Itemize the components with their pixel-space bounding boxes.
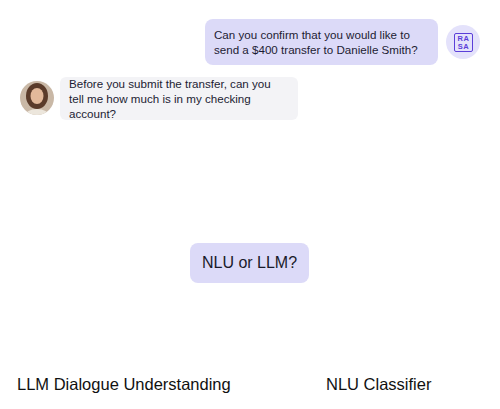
message-text: Can you confirm that you would like to s… — [214, 27, 428, 57]
logo-text: RASA — [454, 33, 473, 52]
user-message-bubble: Before you submit the transfer, can you … — [60, 77, 298, 120]
user-avatar — [20, 81, 54, 123]
option-label: NLU Classifier — [326, 375, 431, 394]
agent-message-bubble: Can you confirm that you would like to s… — [205, 19, 438, 65]
decision-box: NLU or LLM? — [190, 243, 309, 283]
option-label: LLM Dialogue Understanding — [17, 375, 231, 394]
assistant-avatar: RASA — [446, 25, 480, 59]
message-text: NLU or LLM? — [202, 253, 297, 274]
message-text: Before you submit the transfer, can you … — [69, 76, 288, 121]
